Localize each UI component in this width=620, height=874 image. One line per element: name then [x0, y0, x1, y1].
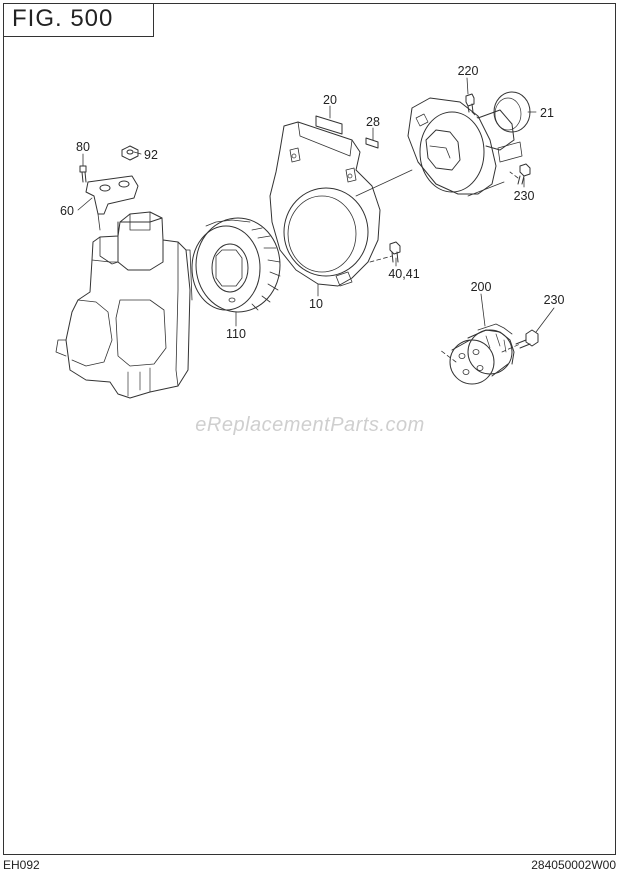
callout-60: 60: [60, 204, 74, 218]
callout-21: 21: [540, 106, 554, 120]
model-code: EH092: [3, 858, 40, 872]
label-plates-drawing: [315, 115, 379, 149]
page-frame: [3, 3, 616, 855]
recoil-starter-drawing: [407, 91, 531, 195]
bolt-40-41-drawing: [389, 241, 401, 263]
flywheel-drawing: [191, 217, 281, 313]
callout-80: 80: [76, 140, 90, 154]
callout-220: 220: [458, 64, 479, 78]
callout-92: 92: [144, 148, 158, 162]
solid-ref-lines: [355, 169, 505, 197]
assembly-lines: [369, 111, 521, 363]
callout-230-lower: 230: [544, 293, 565, 307]
fan-housing-drawing: [269, 121, 381, 287]
callout-200: 200: [471, 280, 492, 294]
callout-110: 110: [226, 327, 246, 341]
engine-block-drawing: [55, 211, 193, 399]
callout-230-upper: 230: [514, 189, 535, 203]
callout-20: 20: [323, 93, 337, 107]
callout-28: 28: [366, 115, 380, 129]
drawing-number: 284050002W00: [531, 858, 616, 872]
bracket-drawing: [79, 145, 139, 231]
figure-title: FIG. 500: [3, 3, 154, 37]
callout-10: 10: [309, 297, 323, 311]
watermark: eReplacementParts.com: [195, 414, 425, 436]
leader-lines: [77, 77, 555, 333]
callout-40-41: 40,41: [388, 267, 419, 281]
starter-cup-drawing: [449, 323, 539, 385]
